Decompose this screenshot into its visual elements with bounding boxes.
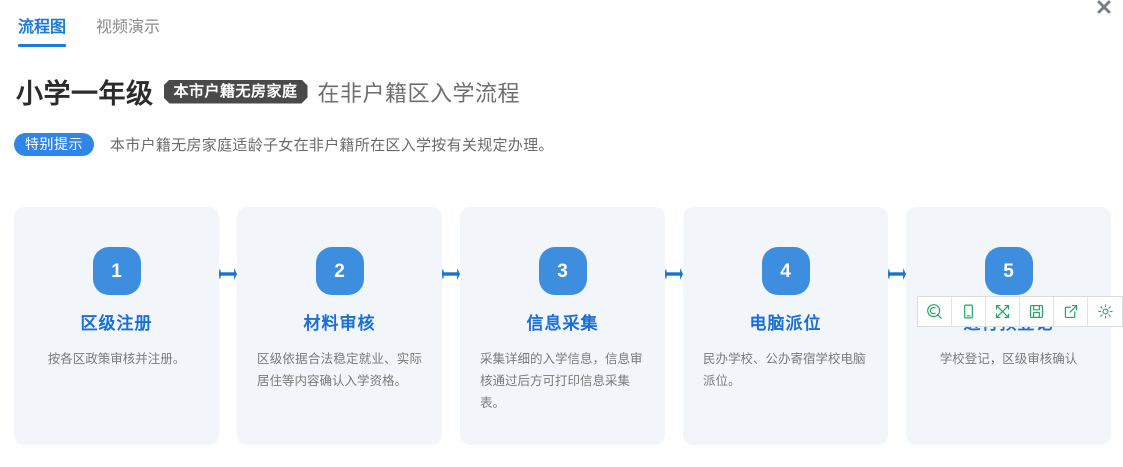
notice-badge: 特别提示 bbox=[14, 133, 94, 156]
tab-video-demo[interactable]: 视频演示 bbox=[96, 18, 160, 47]
flow-connector-1-2 bbox=[219, 207, 237, 445]
tab-video-demo-label: 视频演示 bbox=[96, 19, 161, 36]
step-desc-3: 采集详细的入学信息，信息审核通过后方可打印信息采集表。 bbox=[480, 352, 643, 410]
tab-bar: 流程图 视频演示 bbox=[18, 18, 160, 47]
step-desc-5: 学校登记，区级审核确认 bbox=[939, 352, 1078, 366]
zoom-search-icon bbox=[926, 303, 943, 320]
flow-step-card-2[interactable]: 2 材料审核 区级依据合法稳定就业、实际居住等内容确认入学资格。 bbox=[237, 207, 442, 445]
flow-connector-2-3 bbox=[442, 207, 460, 445]
step-title-4: 电脑派位 bbox=[749, 314, 822, 333]
settings-button[interactable] bbox=[1088, 297, 1122, 326]
floating-toolbar bbox=[917, 296, 1123, 327]
tab-flowchart-label: 流程图 bbox=[18, 19, 67, 36]
flow-connector-4-5 bbox=[888, 207, 906, 445]
share-button[interactable] bbox=[1054, 297, 1088, 326]
step-desc-1: 按各区政策审核并注册。 bbox=[47, 352, 186, 366]
step-desc-2: 区级依据合法稳定就业、实际居住等内容确认入学资格。 bbox=[257, 352, 422, 388]
page-title: 小学一年级 本市户籍无房家庭 在非户籍区入学流程 bbox=[16, 72, 520, 111]
step-number-badge-2: 2 bbox=[315, 247, 364, 295]
fullscreen-expand-icon bbox=[994, 303, 1011, 320]
step-title-3: 信息采集 bbox=[526, 314, 599, 333]
step-number-badge-1: 1 bbox=[92, 247, 141, 295]
tab-flowchart[interactable]: 流程图 bbox=[18, 18, 67, 47]
close-window-button[interactable] bbox=[1093, 0, 1115, 18]
step-title-1: 区级注册 bbox=[80, 314, 153, 333]
step-number-badge-3: 3 bbox=[538, 247, 587, 295]
step-title-2: 材料审核 bbox=[303, 314, 376, 333]
flow-connector-3-4 bbox=[665, 207, 683, 445]
step-number-badge-5: 5 bbox=[984, 247, 1033, 295]
save-floppy-icon bbox=[1028, 303, 1045, 320]
flow-step-card-4[interactable]: 4 电脑派位 民办学校、公办寄宿学校电脑派位。 bbox=[683, 207, 888, 445]
notice-text: 本市户籍无房家庭适龄子女在非户籍所在区入学按有关规定办理。 bbox=[110, 137, 554, 154]
share-export-icon bbox=[1062, 303, 1079, 320]
save-button[interactable] bbox=[1020, 297, 1054, 326]
notice-row: 特别提示 本市户籍无房家庭适龄子女在非户籍所在区入学按有关规定办理。 bbox=[14, 133, 554, 156]
mobile-device-icon bbox=[960, 303, 977, 320]
fullscreen-button[interactable] bbox=[986, 297, 1020, 326]
step-desc-4: 民办学校、公办寄宿学校电脑派位。 bbox=[703, 352, 866, 388]
flow-step-card-3[interactable]: 3 信息采集 采集详细的入学信息，信息审核通过后方可打印信息采集表。 bbox=[460, 207, 665, 445]
flow-step-card-1[interactable]: 1 区级注册 按各区政策审核并注册。 bbox=[14, 207, 219, 445]
gear-settings-icon bbox=[1097, 303, 1114, 320]
zoom-button[interactable] bbox=[918, 297, 952, 326]
step-number-badge-4: 4 bbox=[761, 247, 810, 295]
page-title-main: 小学一年级 bbox=[16, 79, 154, 109]
flow-steps-container: 1 区级注册 按各区政策审核并注册。 2 材料审核 区级依据合法稳定就业、实际居… bbox=[14, 207, 1111, 445]
mobile-view-button[interactable] bbox=[952, 297, 986, 326]
page-title-tag-badge: 本市户籍无房家庭 bbox=[164, 80, 308, 104]
close-icon bbox=[1096, 0, 1112, 15]
page-title-rest: 在非户籍区入学流程 bbox=[317, 80, 521, 106]
